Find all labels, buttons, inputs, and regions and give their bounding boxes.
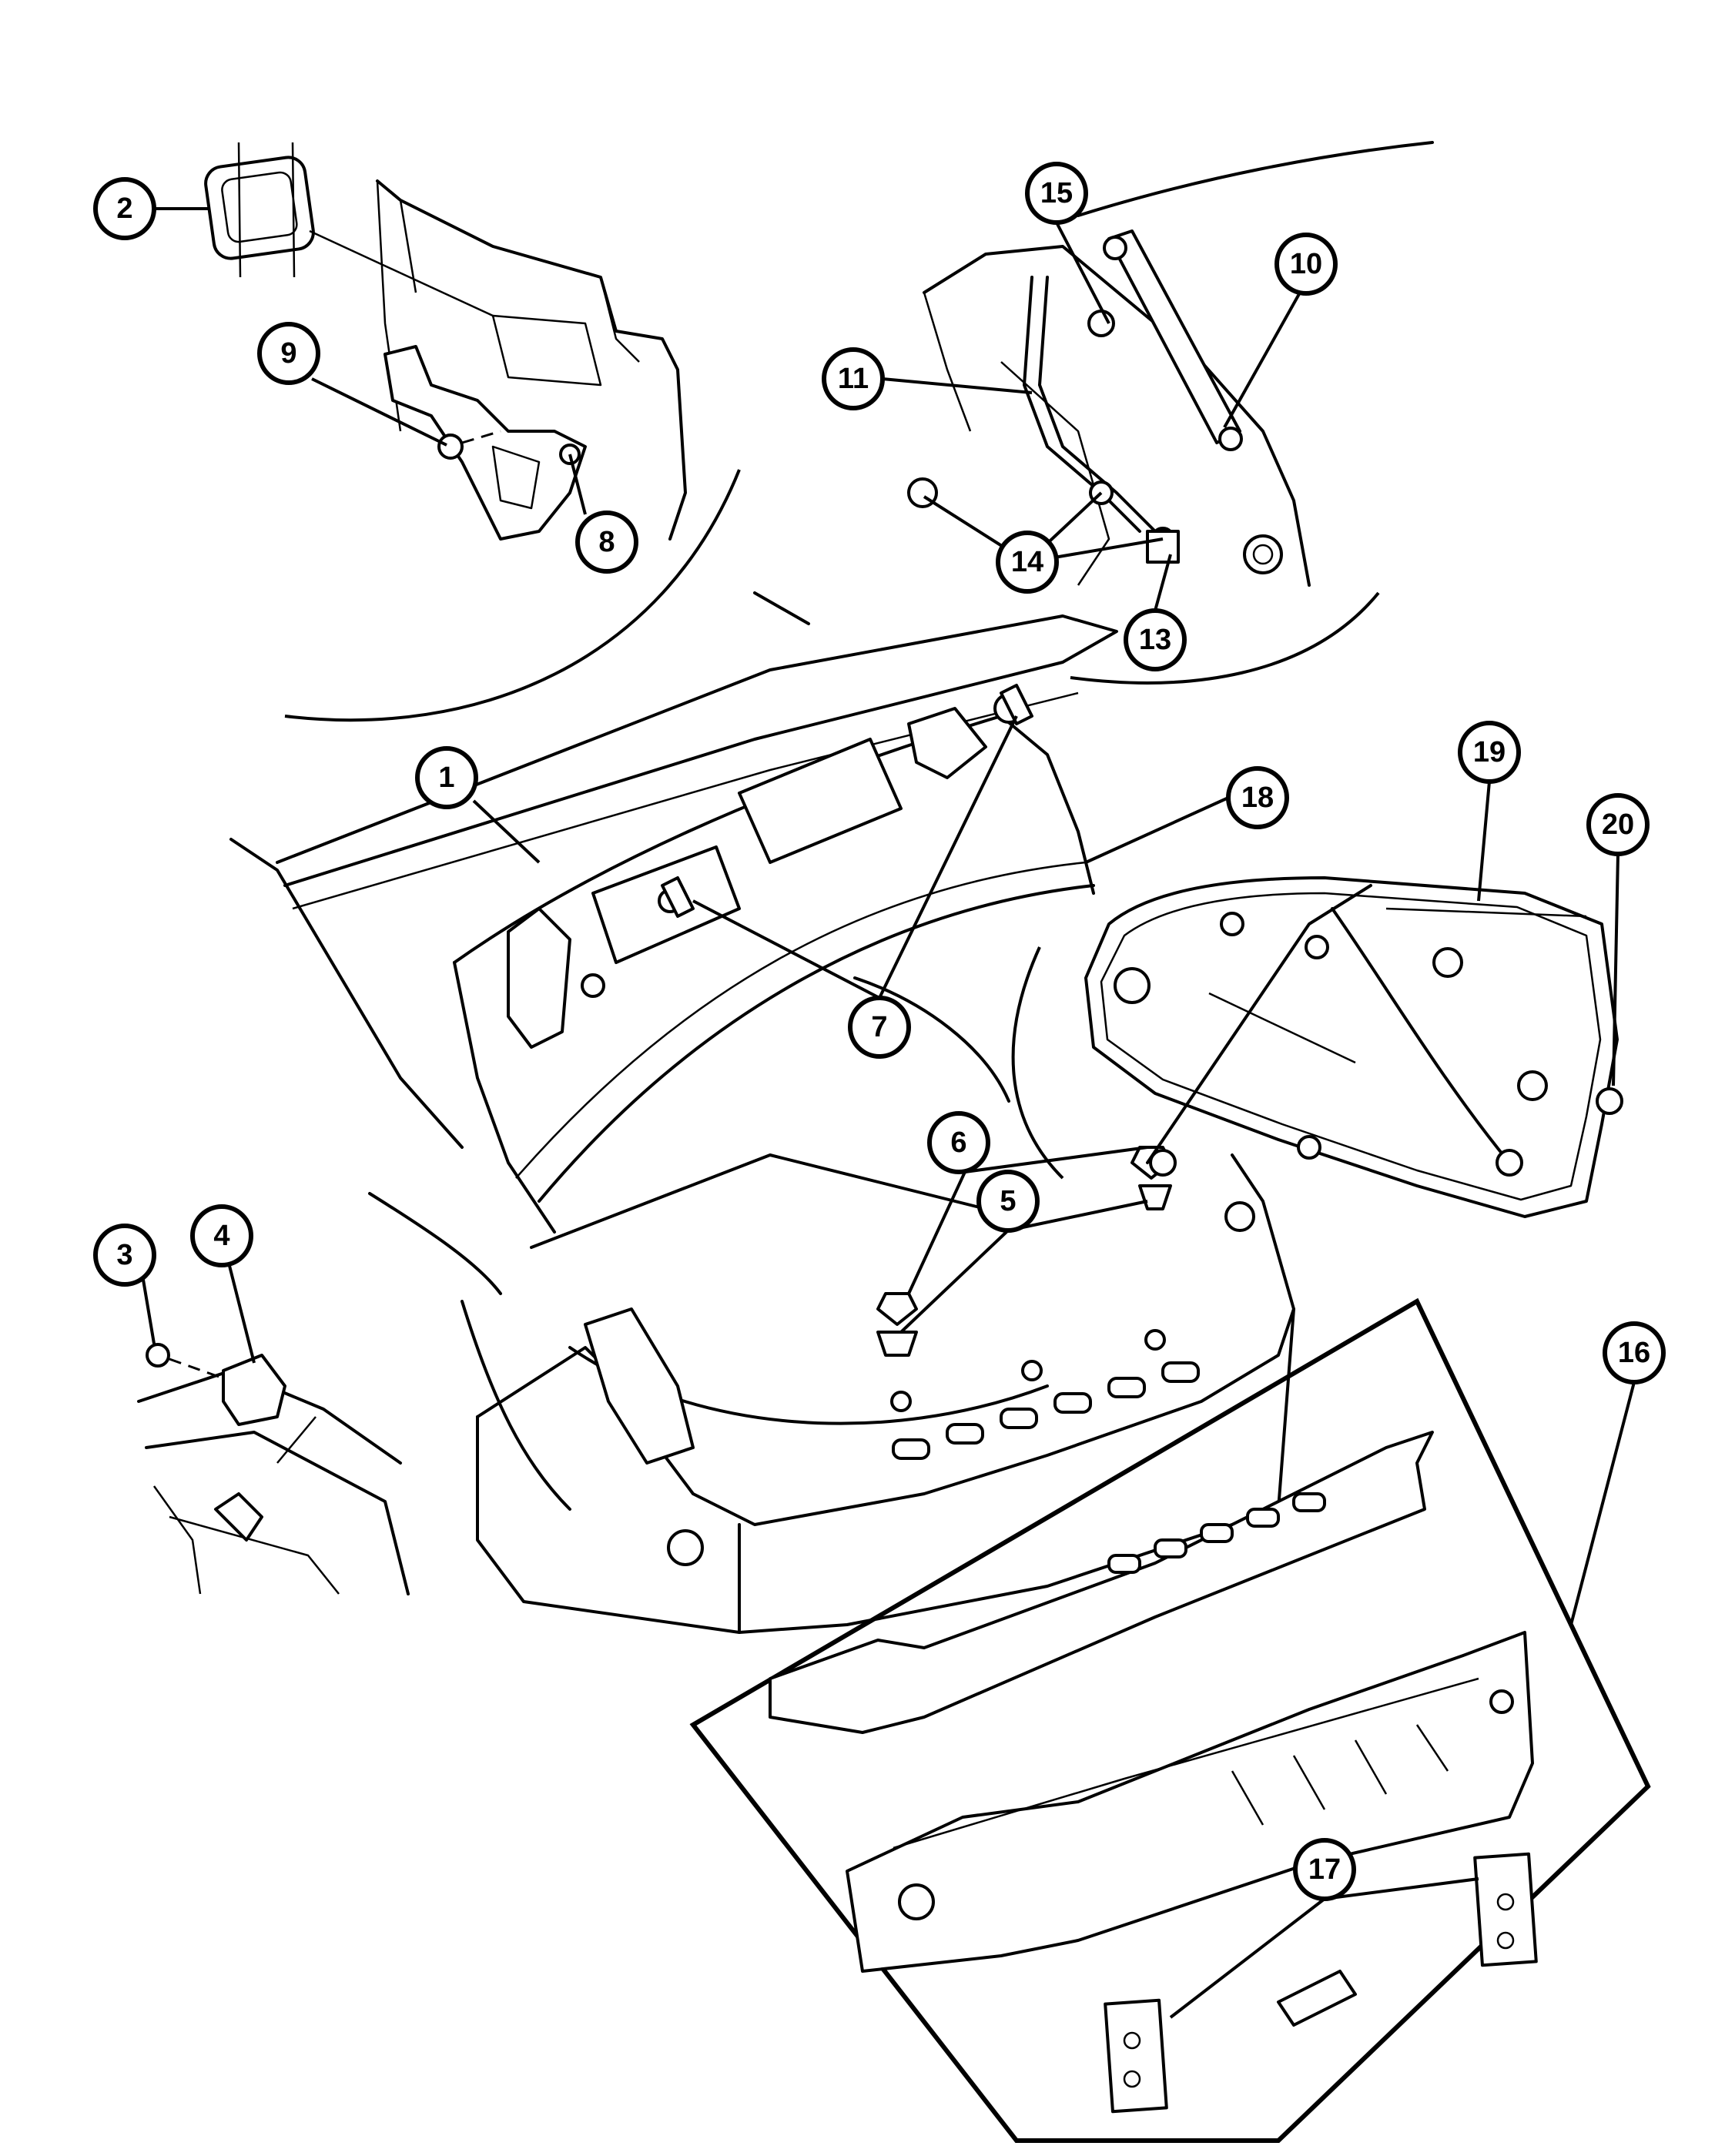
callout-4-label: 4 <box>213 1220 229 1252</box>
leader-lines <box>142 207 1636 2019</box>
callout-17-label: 17 <box>1308 1853 1341 1886</box>
callout-8-label: 8 <box>598 526 615 558</box>
callout-20-label: 20 <box>1602 808 1634 841</box>
callout-7: 7 <box>848 996 911 1059</box>
callout-5: 5 <box>976 1170 1040 1233</box>
callout-6-label: 6 <box>950 1127 966 1159</box>
callout-16: 16 <box>1603 1321 1666 1384</box>
callout-9: 9 <box>257 322 320 385</box>
callout-10-label: 10 <box>1290 248 1322 280</box>
callout-4: 4 <box>190 1204 253 1267</box>
callout-1-label: 1 <box>438 762 454 794</box>
callout-19-label: 19 <box>1473 736 1506 768</box>
callout-11: 11 <box>822 347 885 410</box>
callout-10: 10 <box>1274 233 1338 296</box>
callout-11-label: 11 <box>838 363 869 395</box>
callout-2-label: 2 <box>116 192 132 225</box>
trunk-body-outline <box>229 591 1295 1634</box>
callout-13-label: 13 <box>1139 624 1171 656</box>
hinge-detail-inset <box>204 142 741 722</box>
callout-13: 13 <box>1124 608 1187 671</box>
callout-5-label: 5 <box>1000 1185 1016 1217</box>
callout-18: 18 <box>1226 766 1289 829</box>
callout-19: 19 <box>1458 721 1521 784</box>
rear-panel-exploded-view <box>689 1297 1651 2143</box>
callout-17: 17 <box>1293 1838 1356 1901</box>
callout-14-label: 14 <box>1011 546 1043 578</box>
callout-16-label: 16 <box>1618 1337 1650 1369</box>
bracket-detail-inset <box>137 1343 410 1595</box>
callout-3-label: 3 <box>116 1239 132 1271</box>
callout-20: 20 <box>1586 793 1650 856</box>
callout-8: 8 <box>575 511 638 574</box>
callout-3: 3 <box>93 1224 156 1287</box>
callout-6: 6 <box>927 1111 990 1174</box>
callout-18-label: 18 <box>1241 782 1274 814</box>
prop-rod-detail-inset <box>907 141 1434 685</box>
decklid-trim-panel <box>1011 876 1623 1218</box>
callout-1: 1 <box>415 746 478 809</box>
callout-2: 2 <box>93 177 156 240</box>
callout-15-label: 15 <box>1040 177 1073 209</box>
callout-7-label: 7 <box>871 1011 887 1043</box>
callout-9-label: 9 <box>280 337 296 370</box>
callout-14: 14 <box>996 531 1059 594</box>
callout-15: 15 <box>1025 162 1088 225</box>
